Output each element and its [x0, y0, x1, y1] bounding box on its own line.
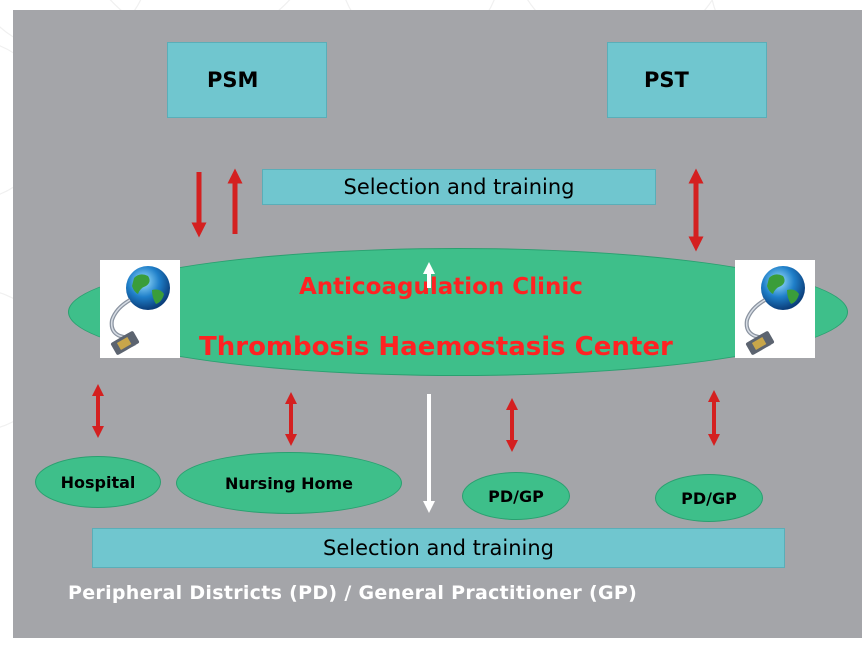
selection-training-top-label: Selection and training	[343, 175, 575, 199]
selection-training-bottom-label: Selection and training	[323, 536, 554, 560]
globe-cable-icon	[735, 260, 815, 358]
hospital-label: Hospital	[60, 472, 136, 492]
hospital-node: Hospital	[35, 456, 161, 508]
pst-label: PST	[644, 68, 689, 92]
nursing-home-label: Nursing Home	[225, 473, 353, 493]
pdgp-label-2: PD/GP	[681, 488, 737, 508]
nursing-home-node: Nursing Home	[176, 452, 402, 514]
pdgp-node-2: PD/GP	[655, 474, 763, 522]
center-line-1: Anticoagulation Clinic	[299, 274, 583, 300]
slide: PSM PST Selection and training Anticoagu…	[13, 10, 862, 638]
center-line-2: Thrombosis Haemostasis Center	[199, 332, 673, 362]
psm-box: PSM	[167, 42, 327, 118]
center-ellipse	[68, 248, 848, 376]
pdgp-label-1: PD/GP	[488, 486, 544, 506]
pst-box: PST	[607, 42, 767, 118]
selection-training-bottom: Selection and training	[92, 528, 785, 568]
psm-label: PSM	[207, 68, 259, 92]
globe-cable-icon	[100, 260, 180, 358]
selection-training-top: Selection and training	[262, 169, 656, 205]
pdgp-node-1: PD/GP	[462, 472, 570, 520]
footer-caption: Peripheral Districts (PD) / General Prac…	[68, 582, 638, 604]
